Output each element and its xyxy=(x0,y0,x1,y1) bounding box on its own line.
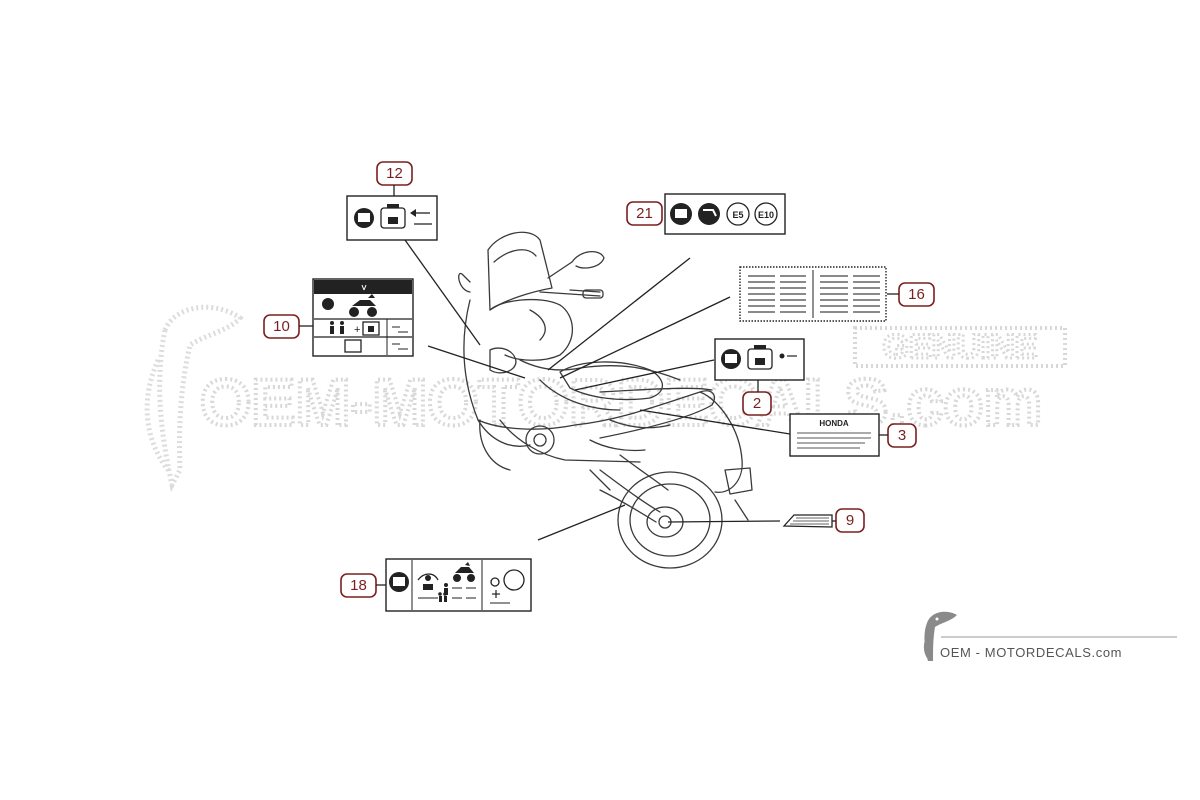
watermark-badge xyxy=(853,326,1067,368)
e5-badge-text: E5 xyxy=(732,210,743,220)
decal-label-12 xyxy=(346,195,438,241)
rider-icon xyxy=(417,573,439,599)
decal-label-2 xyxy=(714,338,805,381)
decal-label-10: + xyxy=(312,278,414,357)
watermark-badge-text: GENUINE xyxy=(883,328,1038,366)
manual-icon xyxy=(322,298,334,310)
fuel-can-icon xyxy=(747,345,773,370)
e5-badge xyxy=(726,202,750,226)
decal-label-18 xyxy=(385,558,532,612)
rider-passenger-icon xyxy=(330,321,344,334)
svg-text:21: 21 xyxy=(636,205,653,222)
svg-text:9: 9 xyxy=(846,512,854,529)
footer-site-text: OEM - MOTORDECALS.com xyxy=(940,645,1123,660)
honda-brand-text: HONDA xyxy=(819,419,849,428)
callout-21: 21 xyxy=(626,201,663,226)
decal-label-21: E5 E10 xyxy=(664,193,786,235)
callout-12: 12 xyxy=(376,161,413,186)
svg-text:2: 2 xyxy=(753,395,761,412)
svg-text:12: 12 xyxy=(386,165,403,182)
svg-text:3: 3 xyxy=(898,427,906,444)
luggage-icon-2 xyxy=(344,339,362,353)
callout-16: 16 xyxy=(898,282,935,307)
motorcycle-icon xyxy=(349,294,377,317)
arrow-icon xyxy=(410,209,432,225)
motorcycle-drawing xyxy=(458,231,753,569)
callout-10: 10 xyxy=(263,314,300,339)
decal-label-9 xyxy=(782,514,833,528)
small-dot-icon xyxy=(779,353,785,359)
callout-9: 9 xyxy=(835,508,865,533)
svg-text:18: 18 xyxy=(350,577,367,594)
decal-label-16 xyxy=(739,266,887,322)
e10-badge xyxy=(754,202,778,226)
callout-3: 3 xyxy=(887,423,917,448)
watermark-toucan-icon xyxy=(144,304,244,493)
toucan-icon xyxy=(923,611,957,661)
motorcycle-icon xyxy=(452,562,476,599)
fuel-nozzle-icon xyxy=(698,203,720,225)
svg-text:10: 10 xyxy=(273,318,290,335)
text-lines xyxy=(748,275,880,313)
svg-text:16: 16 xyxy=(908,286,925,303)
leader-lines xyxy=(404,239,791,541)
fuel-can-icon xyxy=(380,204,406,229)
luggage-icon xyxy=(362,321,380,336)
callout-2: 2 xyxy=(742,391,772,416)
e10-badge-text: E10 xyxy=(758,210,774,220)
plus-icon: + xyxy=(354,324,360,336)
callout-18: 18 xyxy=(340,573,377,598)
passenger-icon xyxy=(438,583,448,602)
footer-logo xyxy=(923,611,1177,661)
decal-label-3: HONDA xyxy=(789,413,880,457)
tire-pressure-icon xyxy=(490,569,525,604)
